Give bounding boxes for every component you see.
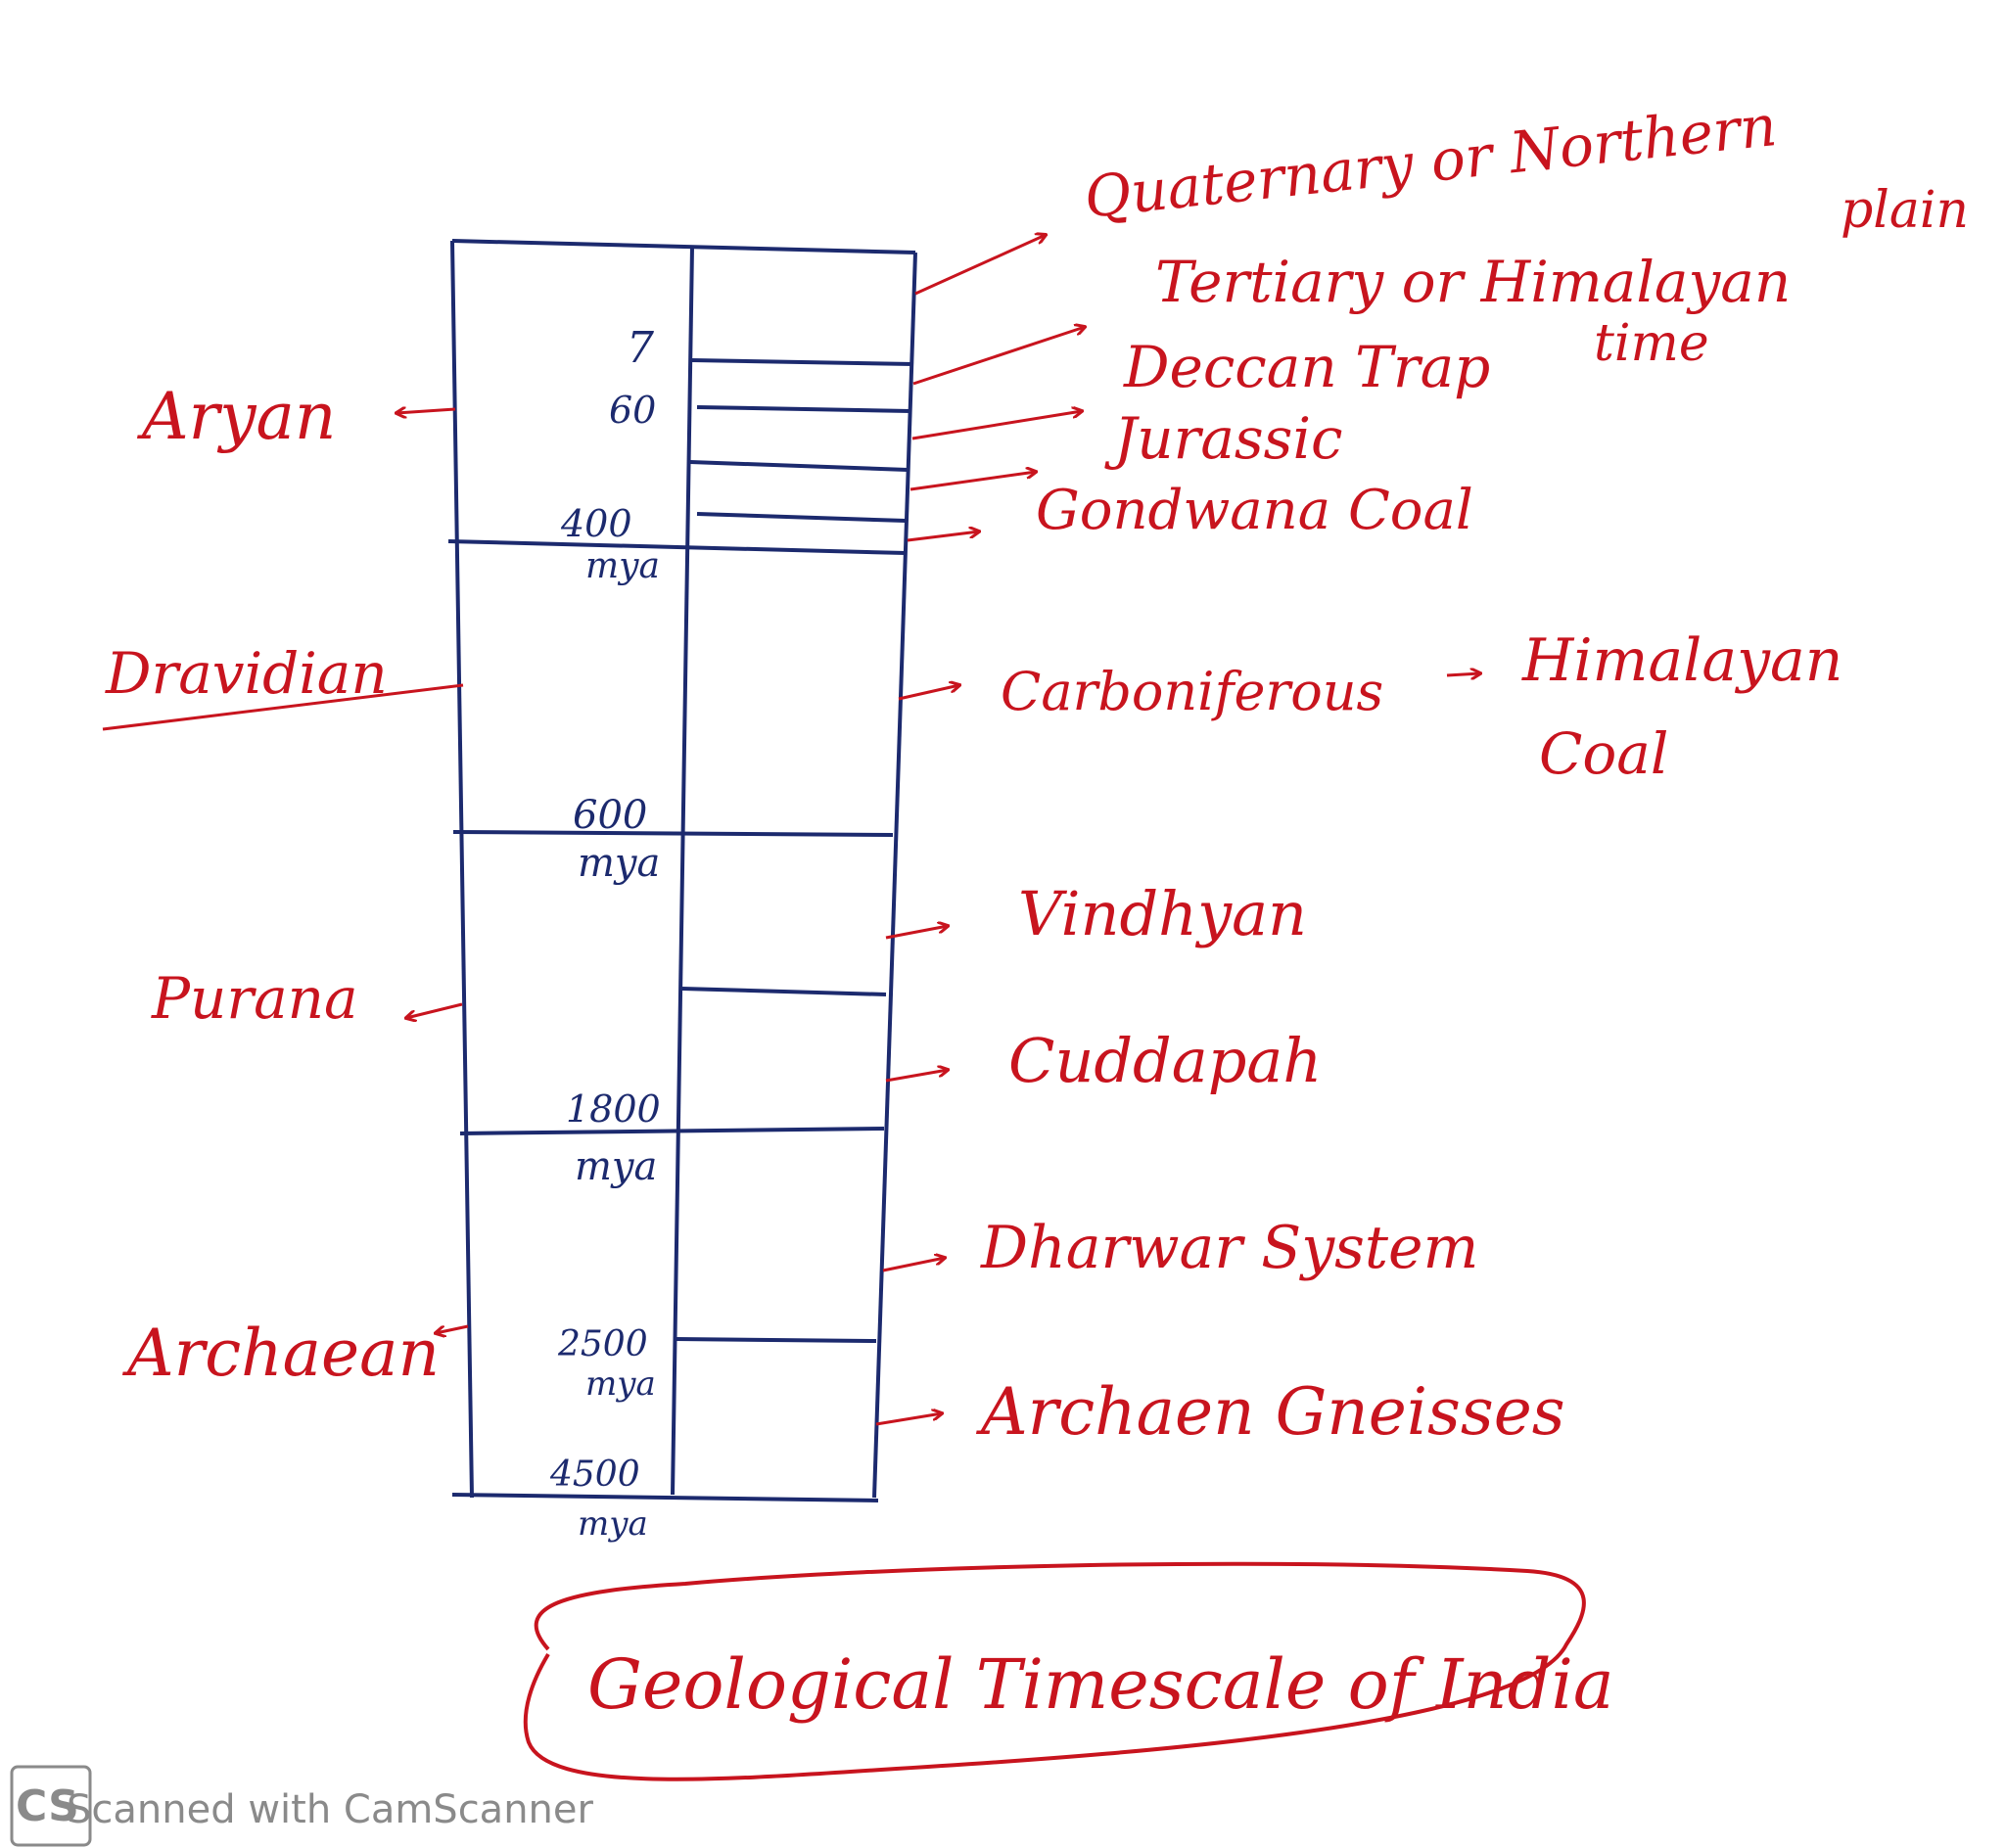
age-400-unit: mya [585,546,660,586]
table-right-border [872,252,917,1499]
line-quaternary-tertiary [691,358,914,366]
era-arrows [102,409,469,1333]
title-oval [523,1561,1586,1781]
age-2500: 2500 [557,1324,648,1364]
arrow-gondwana [907,531,979,542]
arrow-aryan [396,409,456,413]
era-dravidian: Dravidian [105,640,388,707]
line-deccan-jurassic [689,460,909,472]
age-600-unit: mya [578,841,660,886]
age-labels: 7 60 400 mya 600 mya 1800 mya 2500 mya 4… [549,323,661,1544]
label-quaternary: Quaternary or Northern [1081,92,1779,231]
table-top-border [451,239,916,254]
arrow-quaternary [914,235,1046,296]
age-2500-unit: mya [585,1364,656,1404]
arrow-vindhyan [885,926,948,940]
line-dharwar-gneiss [675,1337,877,1343]
line-tertiary-deccan [696,405,911,413]
arrow-dravidian [102,683,464,731]
arrow-archaean-gneisses [875,1413,942,1426]
label-jurassic: Jurassic [1104,405,1342,472]
age-600: 600 [573,793,647,838]
age-60: 60 [609,389,656,432]
title-group: Geological Timescale of India [523,1561,1614,1781]
arrow-purana [406,1002,463,1018]
arrow-cuddapah [885,1070,948,1083]
label-archaean-gneisses: Archaen Gneisses [975,1374,1565,1450]
arrow-carboniferous-himalayan [1446,673,1480,675]
table-bottom-border [451,1493,879,1502]
label-vindhyan: Vindhyan [1018,878,1307,949]
label-carboniferous: Carboniferous [1001,661,1383,722]
camscanner-logo: CS [16,1781,79,1831]
line-jurassic-gondwana [696,512,907,523]
label-gondwana-coal: Gondwana Coal [1036,479,1473,542]
label-cuddapah: Cuddapah [1008,1025,1322,1096]
arrow-tertiary [912,327,1085,386]
age-4500: 4500 [549,1455,640,1495]
camscanner-text: Scanned with CamScanner [67,1787,594,1832]
system-labels: Quaternary or Northern plain Tertiary or… [975,92,1969,1450]
label-tertiary-time: time [1594,314,1709,373]
label-deccan-trap: Deccan Trap [1123,334,1490,400]
boundary-1800-line [459,1127,885,1135]
table-left-border [450,240,474,1499]
arrow-archaean [436,1324,469,1333]
era-aryan: Aryan [136,379,336,454]
label-carboniferous-coal: Coal [1539,720,1668,787]
boundary-600-line [452,830,894,837]
arrow-jurassic [909,472,1036,491]
age-7: 7 [627,323,654,373]
era-labels: Aryan Dravidian Purana Archaean [105,379,440,1391]
label-quaternary-plain: plain [1841,181,1969,240]
age-1800-unit: mya [575,1144,657,1189]
label-carboniferous-himalayan: Himalayan [1521,626,1842,695]
arrow-carboniferous [898,685,959,701]
table-mid-divider [671,246,694,1496]
timescale-table [447,239,917,1502]
boundary-400-line [447,539,907,555]
arrow-dharwar [882,1258,945,1272]
age-1800: 1800 [566,1087,661,1131]
age-4500-unit: mya [578,1504,648,1544]
camscanner-logo-box [10,1765,92,1847]
arrow-deccan [911,411,1082,440]
age-400: 400 [560,502,632,545]
era-archaean: Archaean [121,1316,440,1391]
era-purana: Purana [151,965,358,1032]
title-text: Geological Timescale of India [587,1644,1614,1725]
label-tertiary: Tertiary or Himalayan [1155,249,1791,315]
line-vindhyan-cuddapah [681,987,887,996]
label-dharwar: Dharwar System [980,1214,1478,1282]
system-arrows [875,235,1480,1426]
camscanner-watermark: CS Scanned with CamScanner [10,1765,594,1847]
